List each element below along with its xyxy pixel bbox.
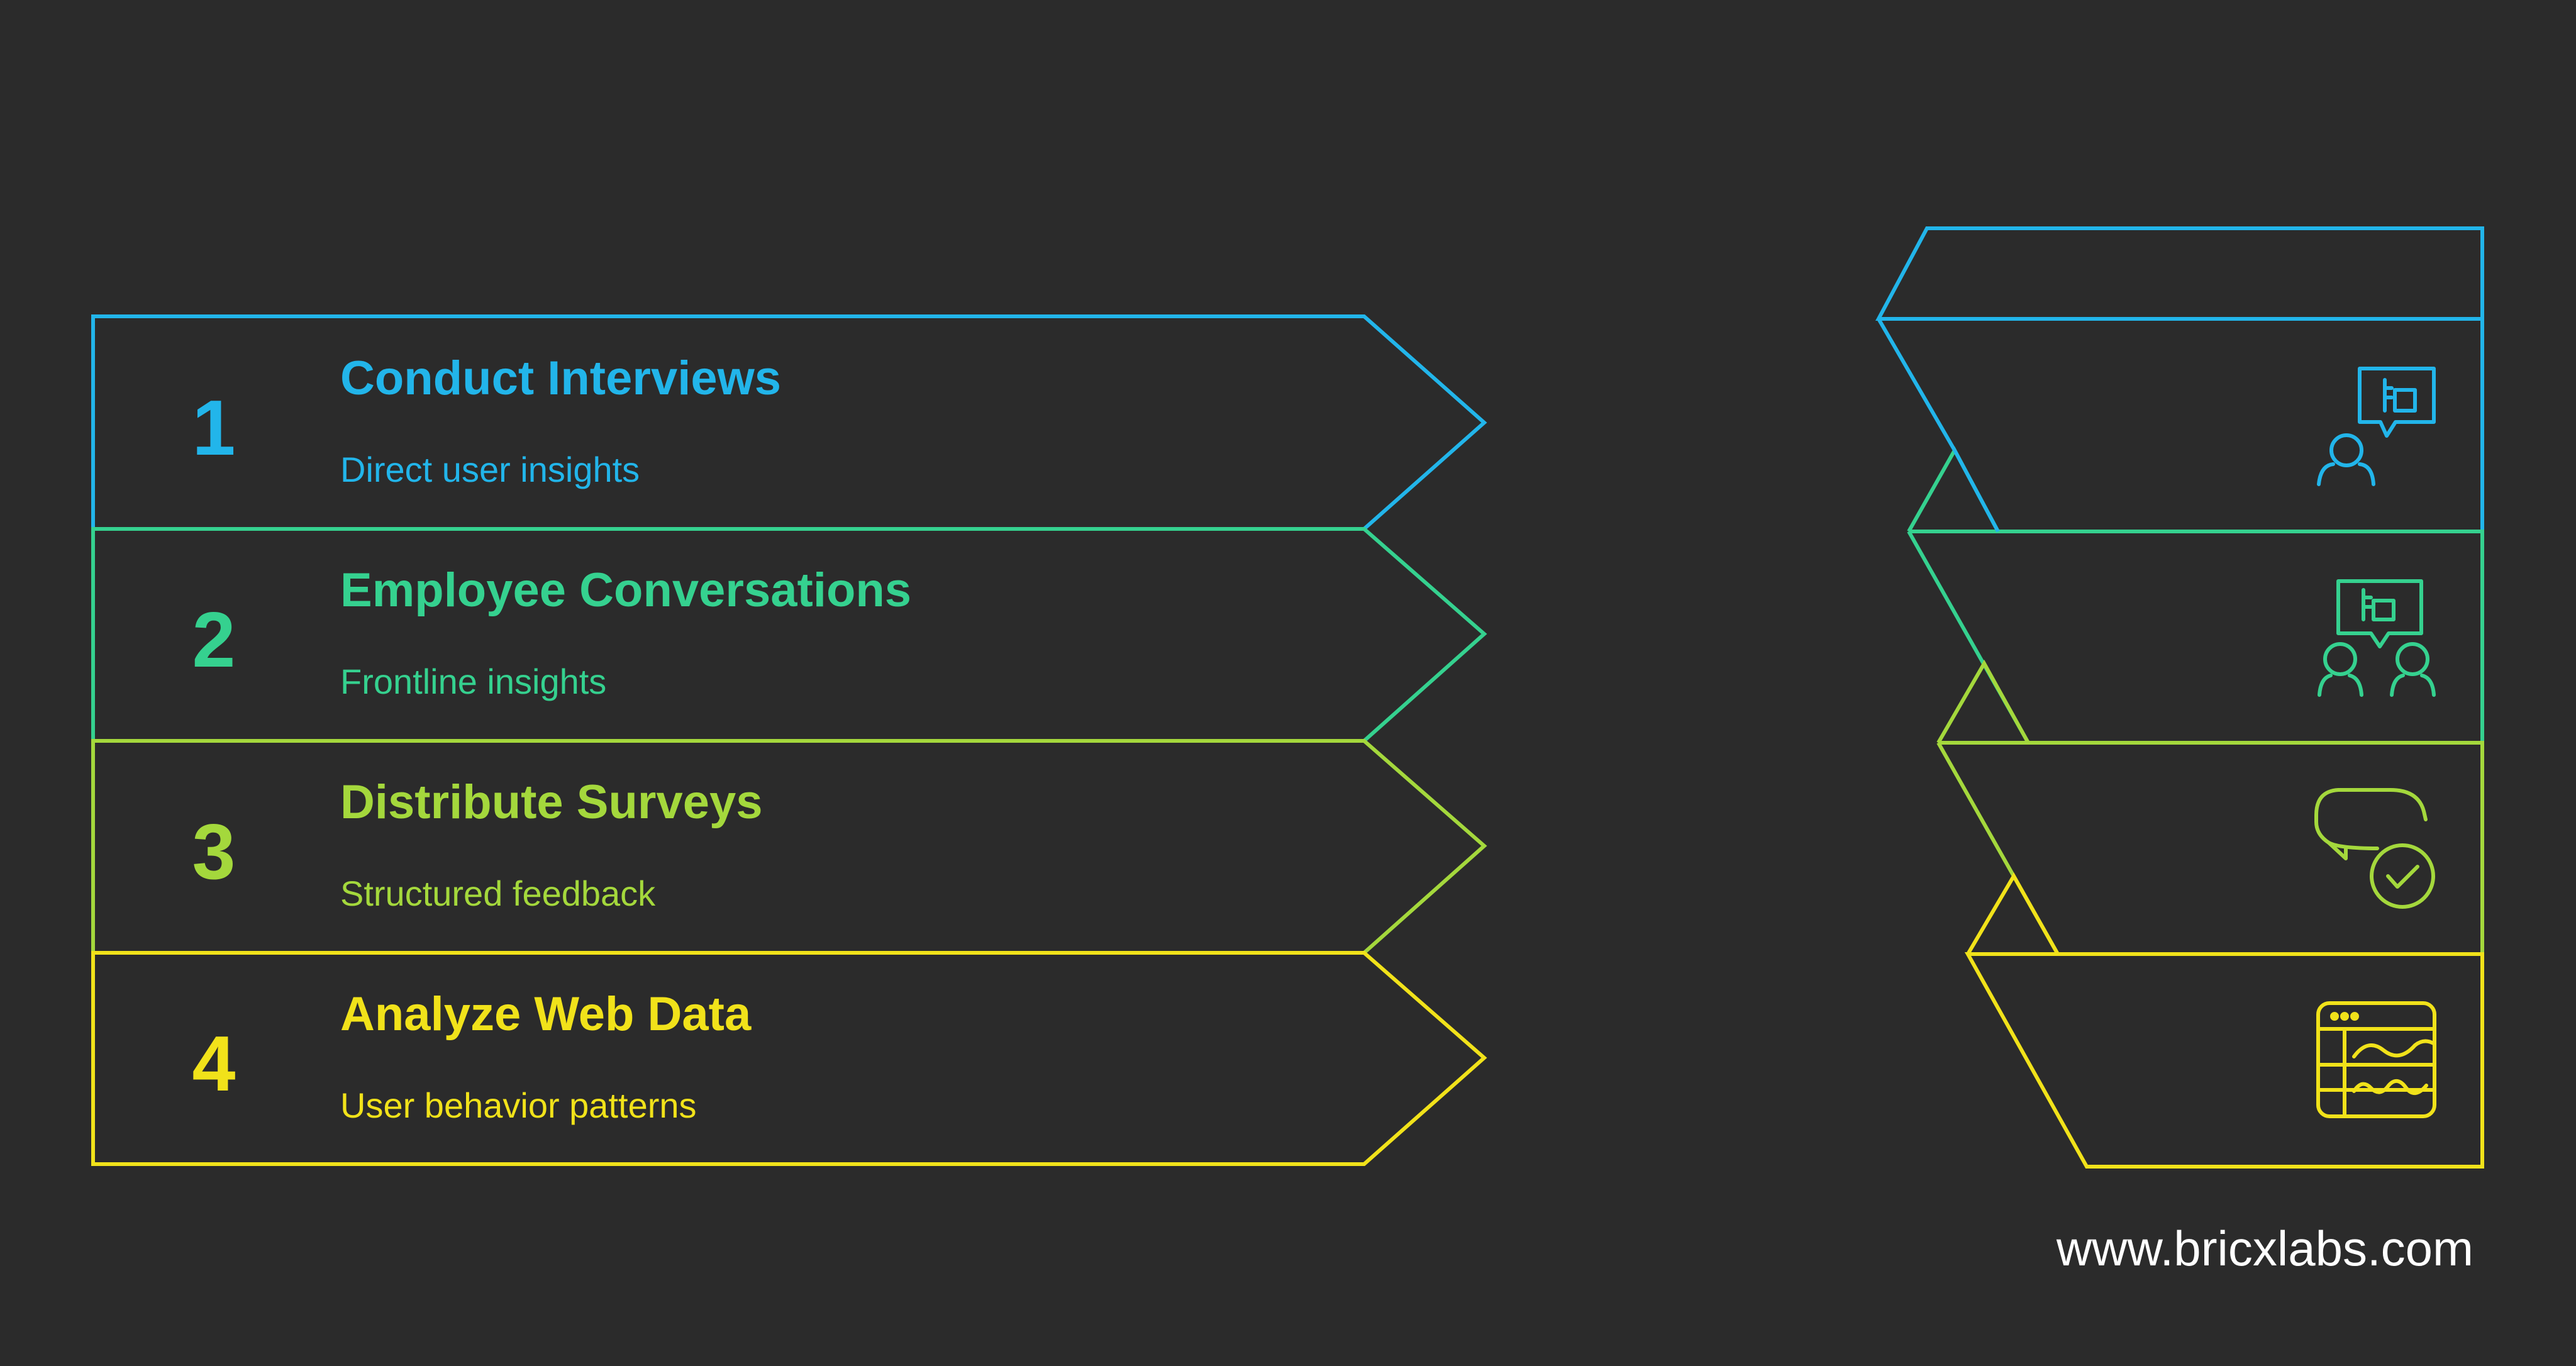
step-3-number: 3	[192, 809, 236, 896]
step-3-arrow: 3 Distribute Surveys Structured feedback	[91, 739, 1487, 955]
step-1-subtitle: Direct user insights	[340, 450, 640, 489]
funnel-top-rim	[1875, 226, 2484, 321]
funnel	[1875, 226, 2484, 1169]
funnel-segment-4	[1964, 952, 2484, 1169]
watermark-url[interactable]: www.bricxlabs.com	[2056, 1221, 2473, 1276]
speech-bubble-checkmark-icon	[2314, 788, 2435, 909]
funnel-segment-3	[1938, 741, 2484, 956]
step-2-subtitle: Frontline insights	[340, 662, 606, 701]
step-4-arrow: 4 Analyze Web Data User behavior pattern…	[91, 951, 1487, 1166]
step-2-arrow: 2 Employee Conversations Frontline insig…	[91, 527, 1487, 743]
step-1-arrow: 1 Conduct Interviews Direct user insight…	[91, 314, 1487, 531]
step-2-title: Employee Conversations	[340, 564, 911, 617]
step-4-title: Analyze Web Data	[340, 987, 752, 1041]
browser-analytics-icon	[2316, 1001, 2436, 1118]
two-people-conversation-icon	[2318, 579, 2436, 697]
step-1-title: Conduct Interviews	[340, 352, 781, 405]
step-4-subtitle: User behavior patterns	[340, 1086, 697, 1125]
step-3-title: Distribute Surveys	[340, 775, 763, 829]
step-2-number: 2	[192, 597, 236, 684]
step-4-number: 4	[192, 1021, 236, 1108]
interview-person-speech-icon	[2317, 367, 2436, 486]
funnel-segment-2	[1909, 530, 2484, 745]
step-1-number: 1	[192, 385, 236, 472]
step-3-subtitle: Structured feedback	[340, 874, 656, 913]
